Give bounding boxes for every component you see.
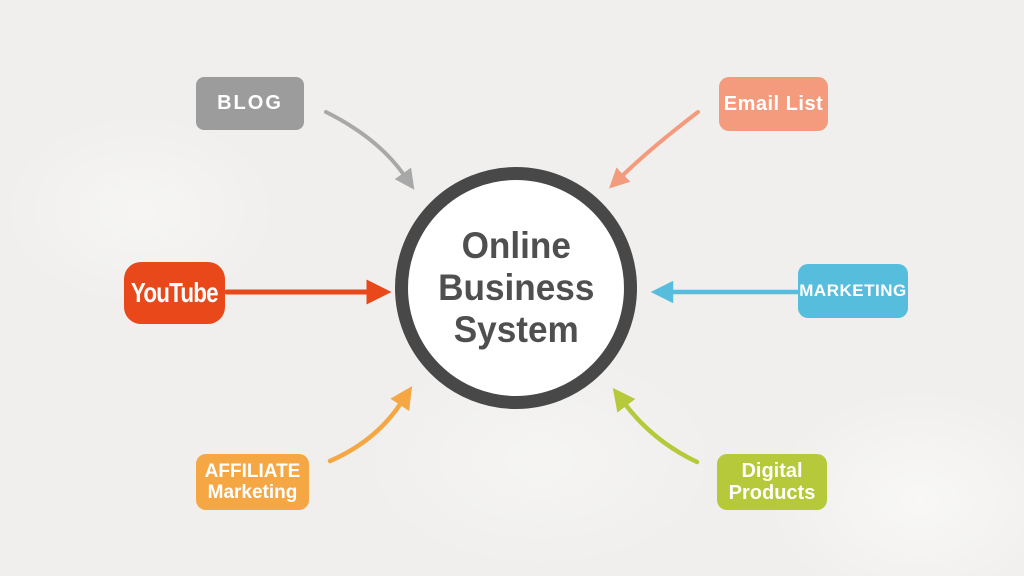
digital-to-center-arrow	[612, 387, 700, 465]
youtube-logo-label: YouTube	[131, 277, 219, 308]
blog-to-center-arrow	[324, 110, 415, 190]
node-email-list: Email List	[719, 77, 828, 131]
node-digital-products: Digital Products	[717, 454, 827, 510]
center-title-line2: Business	[437, 267, 595, 308]
node-affiliate-label-line2: Marketing	[207, 482, 298, 503]
affiliate-to-center-arrow	[327, 386, 413, 464]
node-marketing: MARKETING	[798, 264, 908, 318]
node-affiliate-label-line1: AFFILIATE	[204, 461, 301, 482]
node-digital-label-line1: Digital	[741, 460, 803, 482]
node-affiliate-marketing: AFFILIATE Marketing	[196, 454, 309, 510]
email-list-to-center-arrow	[609, 110, 700, 189]
node-blog: BLOG	[196, 77, 304, 130]
node-marketing-label: MARKETING	[799, 281, 907, 300]
center-circle: Online Business System	[395, 167, 637, 409]
center-title-line1: Online	[461, 225, 571, 266]
node-digital-label-line2: Products	[728, 482, 816, 504]
youtube-logo: YouTube	[124, 262, 225, 324]
node-email-list-label: Email List	[723, 92, 824, 115]
center-title: Online Business System	[438, 225, 594, 351]
node-blog-label: BLOG	[217, 92, 283, 114]
center-title-line3: System	[453, 309, 579, 350]
